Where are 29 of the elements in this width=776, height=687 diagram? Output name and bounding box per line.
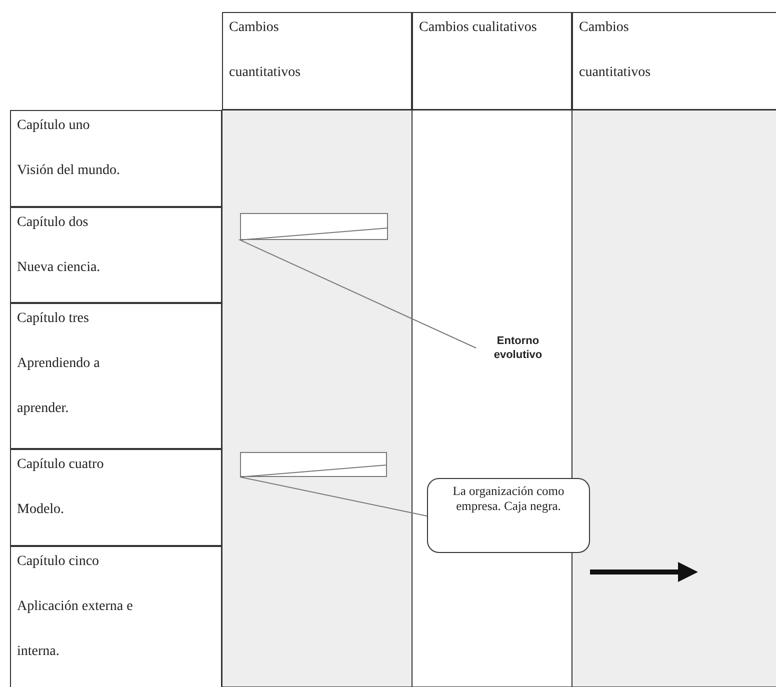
cell-text: Cambios <box>579 19 630 37</box>
cell-text: cuantitativos <box>579 64 652 82</box>
cell-text: interna. <box>17 643 60 661</box>
table-cell <box>572 12 776 110</box>
table-cell <box>10 546 222 687</box>
table-cell <box>222 12 412 110</box>
cell-text: Capítulo tres <box>17 310 90 328</box>
cell-text: cuantitativos <box>229 64 302 82</box>
table-cell <box>10 449 222 546</box>
cell-text: Capítulo dos <box>17 214 90 232</box>
cell-text: Aplicación externa e <box>17 598 134 616</box>
rounded-box: La organización como empresa. Caja negra. <box>427 478 590 553</box>
cell-text: Capítulo uno <box>17 117 91 135</box>
cell-text: Visión del mundo. <box>17 162 121 180</box>
table-cell <box>10 110 222 207</box>
cell-text: Aprendiendo a <box>17 355 101 373</box>
cell-text: Modelo. <box>17 501 66 519</box>
table-cell <box>412 12 572 110</box>
cell-text: Cambios <box>229 19 280 37</box>
cell-text: Nueva ciencia. <box>17 259 102 277</box>
cell-text: aprender. <box>17 400 70 418</box>
cell-text: Capítulo cuatro <box>17 456 105 474</box>
cell-text: Cambios cualitativos <box>419 19 538 37</box>
speech-bubble <box>240 213 388 240</box>
cell-text: Capítulo cinco <box>17 553 100 571</box>
table-cell <box>10 207 222 303</box>
speech-bubble <box>240 452 387 477</box>
callout-text: Entorno evolutivo <box>476 330 560 366</box>
table-cell <box>10 303 222 449</box>
